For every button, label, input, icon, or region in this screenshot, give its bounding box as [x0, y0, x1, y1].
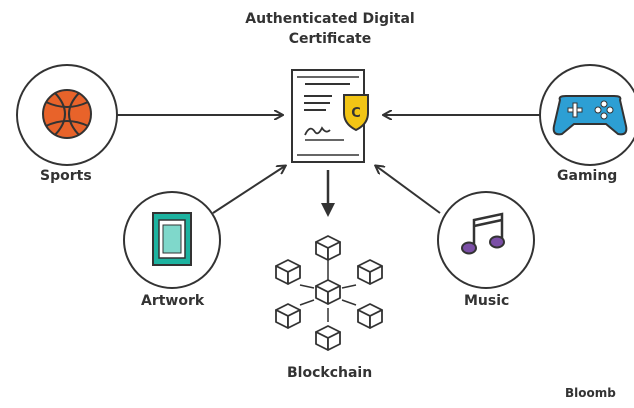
basketball-icon — [42, 89, 92, 139]
arrow-music-to-certificate — [376, 166, 441, 214]
certificate-badge-letter: C — [351, 106, 361, 121]
blockchain-cube-icon — [275, 259, 301, 285]
music-label: Music — [464, 293, 510, 309]
game-controller-icon — [552, 95, 628, 136]
arrow-artwork-to-certificate — [212, 166, 285, 214]
blockchain-cube-icon — [315, 279, 341, 305]
gaming-node — [539, 64, 634, 166]
blockchain-cube-icon — [315, 235, 341, 261]
certificate-title-line1: Authenticated Digital — [245, 11, 415, 27]
blockchain-cluster — [275, 235, 383, 351]
blockchain-cube-icon — [315, 325, 341, 351]
certificate-title-line2: Certificate — [288, 31, 372, 47]
source-credit: Bloomb — [565, 386, 616, 400]
artwork-label: Artwork — [141, 293, 205, 309]
blockchain-cube-icon — [357, 259, 383, 285]
certificate-badge-icon — [343, 94, 369, 132]
artwork-node — [123, 191, 221, 289]
sports-node — [16, 64, 118, 166]
certificate-title: Authenticated Digital Certificate — [220, 9, 440, 49]
picture-frame-icon — [152, 212, 192, 266]
blockchain-cube-icon — [275, 303, 301, 329]
gaming-label: Gaming — [557, 168, 618, 184]
blockchain-label: Blockchain — [287, 365, 373, 381]
sports-label: Sports — [40, 168, 92, 184]
music-node — [437, 191, 535, 289]
blockchain-connectors — [299, 258, 357, 322]
music-note-icon — [461, 212, 505, 255]
certificate-icon: C — [291, 69, 369, 163]
blockchain-cube-icon — [357, 303, 383, 329]
